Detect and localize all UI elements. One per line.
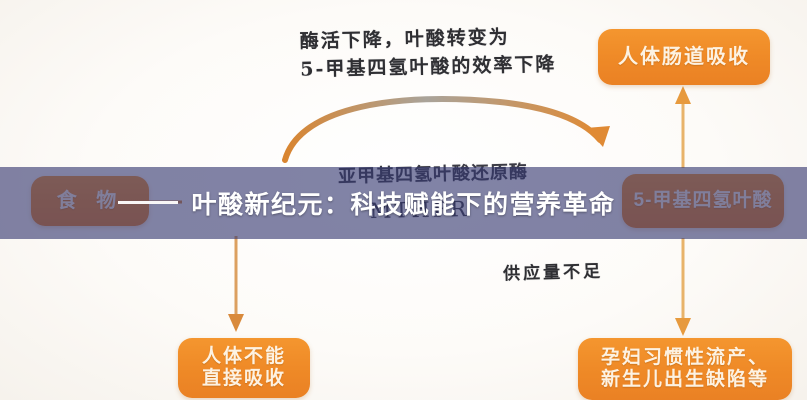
arc-arrowhead [586, 126, 610, 147]
node-cannot-absorb-label: 人体不能 直接吸收 [201, 346, 286, 389]
arrow-food-to-noabs-head [228, 314, 244, 332]
node-gut-absorption-label: 人体肠道吸收 [618, 45, 750, 68]
annotation-insufficient-supply: 供应量不足 [502, 261, 604, 285]
node-pregnancy-risks-label: 孕妇习惯性流产、 新生儿出生缺陷等 [600, 347, 769, 390]
title-rule [118, 201, 178, 204]
page-title: 叶酸新纪元：科技赋能下的营养革命 [191, 191, 616, 219]
annotation-enzyme-activity: 酶活下降，叶酸转变为 5-甲基四氢叶酸的效率下降 [299, 26, 557, 81]
node-cannot-absorb: 人体不能 直接吸收 [178, 338, 310, 398]
node-pregnancy-risks: 孕妇习惯性流产、 新生儿出生缺陷等 [578, 338, 792, 400]
arrow-mthf-to-risk-head [675, 318, 691, 336]
arc-arrow-enzyme-to-mthf [282, 96, 603, 163]
arrow-mthf-to-gut-head [675, 86, 691, 104]
node-gut-absorption: 人体肠道吸收 [598, 29, 770, 85]
